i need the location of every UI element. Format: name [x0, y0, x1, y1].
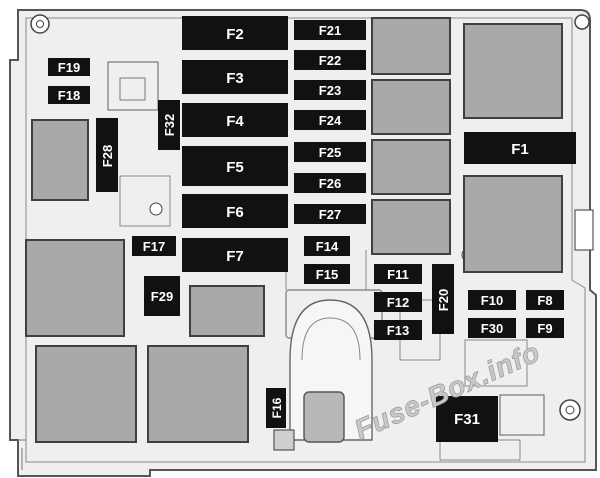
- fuse-f16: [266, 388, 286, 428]
- relay-5: [189, 285, 265, 337]
- fuse-f17-label: F17: [143, 239, 165, 254]
- fuse-f27-label: F27: [319, 207, 341, 222]
- fuse-f14: [304, 236, 350, 256]
- relay-6: [371, 17, 451, 75]
- fuse-f2: [182, 16, 288, 50]
- fuse-f1: [464, 132, 576, 164]
- housing-inner-ledge: [25, 17, 586, 463]
- fuse-f21-label: F21: [319, 23, 341, 38]
- fuse-f11-label: F11: [387, 267, 409, 282]
- fuse-f1-label: F1: [511, 141, 529, 158]
- fuse-f32-label: F32: [162, 114, 177, 136]
- fuse-f2-label: F2: [226, 26, 244, 43]
- fuse-f19: [48, 58, 90, 76]
- fuse-f3: [182, 60, 288, 94]
- mounting-hole-top-right: [574, 14, 590, 30]
- fuse-f9-label: F9: [537, 321, 552, 336]
- fuse-f31: [436, 396, 498, 442]
- relay-8: [371, 139, 451, 195]
- fuse-f7-label: F7: [226, 248, 244, 265]
- fuse-f5-label: F5: [226, 159, 244, 176]
- fuse-f30-label: F30: [481, 321, 503, 336]
- fuse-f24-label: F24: [319, 113, 342, 128]
- fuse-f29-label: F29: [151, 289, 173, 304]
- fuse-f28: [96, 118, 118, 192]
- fuse-f13: [374, 320, 422, 340]
- fuse-f6-label: F6: [226, 204, 244, 221]
- fuse-f10: [468, 290, 516, 310]
- fuse-f22-label: F22: [319, 53, 341, 68]
- fuse-f24: [294, 110, 366, 130]
- relays: [25, 17, 563, 443]
- fuse-f15-label: F15: [316, 267, 338, 282]
- fuse-f31-label: F31: [454, 411, 480, 428]
- fuse-f23-label: F23: [319, 83, 341, 98]
- fuse-f4-label: F4: [226, 113, 244, 130]
- fuse-f15: [304, 264, 350, 284]
- fuse-f6: [182, 194, 288, 228]
- relay-4: [147, 345, 249, 443]
- fuse-f25: [294, 142, 366, 162]
- fuse-f27: [294, 204, 366, 224]
- fuse-f19-label: F19: [58, 60, 80, 75]
- fuse-f12: [374, 292, 422, 312]
- fuse-f17: [132, 236, 176, 256]
- fuse-f16-label: F16: [270, 397, 284, 418]
- fuse-f21: [294, 20, 366, 40]
- fuse-f10-label: F10: [481, 293, 503, 308]
- fuse-f8-label: F8: [537, 293, 552, 308]
- fuse-f18-label: F18: [58, 88, 80, 103]
- relay-1: [31, 119, 89, 201]
- fuse-f26-label: F26: [319, 176, 341, 191]
- relay-9: [371, 199, 451, 255]
- relay-11: [463, 175, 563, 273]
- relay-7: [371, 79, 451, 135]
- fuse-f4: [182, 103, 288, 137]
- fuse-f3-label: F3: [226, 70, 244, 87]
- fuses: F1 F2 F3 F4 F5 F6 F7 F8 F9 F10 F11 F12 F…: [48, 16, 576, 442]
- relay-3: [35, 345, 137, 443]
- fuse-f12-label: F12: [387, 295, 409, 310]
- fuse-f7: [182, 238, 288, 272]
- fuse-f23: [294, 80, 366, 100]
- fuse-f29: [144, 276, 180, 316]
- relay-2: [25, 239, 125, 337]
- fuse-f30: [468, 318, 516, 338]
- fuse-f26: [294, 173, 366, 193]
- fuse-f20-label: F20: [436, 289, 451, 311]
- fuse-f32: [158, 100, 180, 150]
- fuse-f9: [526, 318, 564, 338]
- fuse-f25-label: F25: [319, 145, 341, 160]
- fuse-f20: [432, 264, 454, 334]
- fuse-f18: [48, 86, 90, 104]
- fuse-f8: [526, 290, 564, 310]
- fuse-f11: [374, 264, 422, 284]
- fuse-f5: [182, 146, 288, 186]
- fuse-f14-label: F14: [316, 239, 339, 254]
- mounting-hole-small: [149, 202, 163, 216]
- fuse-f28-label: F28: [100, 145, 115, 167]
- fuse-f22: [294, 50, 366, 70]
- fuse-f13-label: F13: [387, 323, 409, 338]
- relay-10: [463, 23, 563, 119]
